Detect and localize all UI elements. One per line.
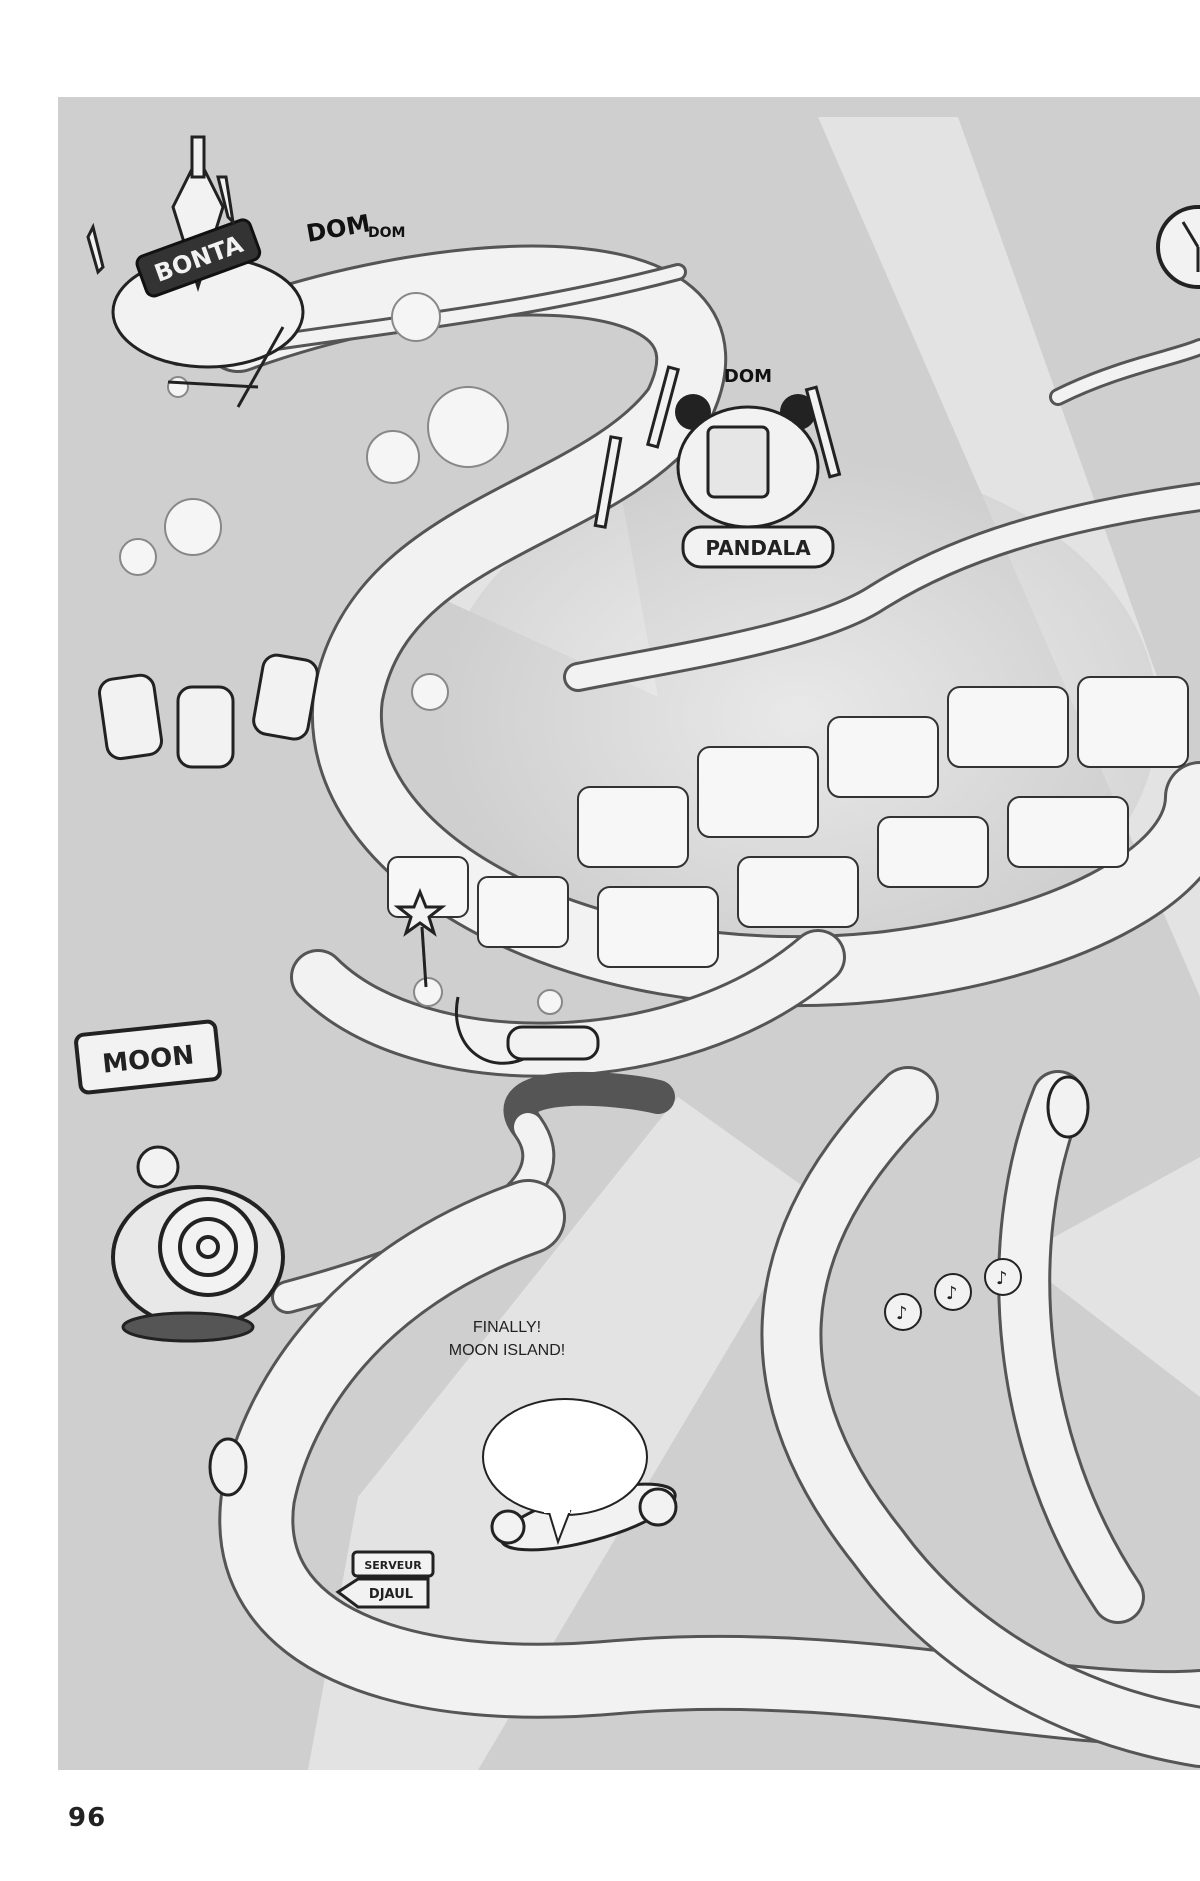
anchor-icon <box>455 996 600 1065</box>
speech-bubble-text: FINALLY! MOON ISLAND! <box>412 1316 602 1362</box>
robot-pods <box>98 653 319 769</box>
pandala-island: DOM PANDALA <box>593 365 842 569</box>
music-note-icon: ♪ ♪ ♪ <box>884 1258 1022 1331</box>
floating-bubbles <box>119 292 563 1015</box>
speech-bubble <box>482 1398 648 1546</box>
clock-icon <box>1156 205 1200 289</box>
moon-sign: MOON <box>74 1019 222 1095</box>
palm-tree-icon <box>593 365 842 529</box>
moon-island: MOON <box>74 1019 285 1343</box>
speech-line-2: MOON ISLAND! <box>448 1342 566 1359</box>
server-sign-top-label: SERVEUR <box>364 1559 422 1572</box>
page-number: 96 <box>68 1803 107 1833</box>
bonta-sign: BONTA <box>135 218 262 298</box>
server-sign-bottom-label: DJAUL <box>369 1587 413 1602</box>
speech-line-1: FINALLY! <box>472 1319 542 1336</box>
sfx-pandala: DOM <box>724 366 772 387</box>
star-wand-icon <box>393 887 447 988</box>
comic-panel: BONTA DOM DOM DOM PANDALA <box>58 97 1200 1770</box>
svg-text:♪: ♪ <box>996 1268 1008 1289</box>
svg-text:♪: ♪ <box>896 1303 908 1324</box>
stone-platform <box>387 676 1189 968</box>
winding-roads <box>169 244 1200 1768</box>
characters <box>208 1075 1090 1552</box>
pandala-sign: PANDALA <box>681 525 835 569</box>
snail-shell-icon <box>111 1185 285 1343</box>
sword-icon <box>86 175 236 275</box>
server-signpost: SERVEUR DJAUL <box>335 1550 435 1609</box>
sfx-bonta-1: DOM <box>304 209 372 248</box>
svg-text:♪: ♪ <box>946 1283 958 1304</box>
pandala-sign-label: PANDALA <box>705 536 811 560</box>
bonta-island: BONTA DOM DOM <box>86 135 405 408</box>
panel-artwork: BONTA DOM DOM DOM PANDALA <box>74 117 1200 1770</box>
arrow-icon <box>167 326 285 408</box>
sfx-bonta-2: DOM <box>368 225 405 241</box>
